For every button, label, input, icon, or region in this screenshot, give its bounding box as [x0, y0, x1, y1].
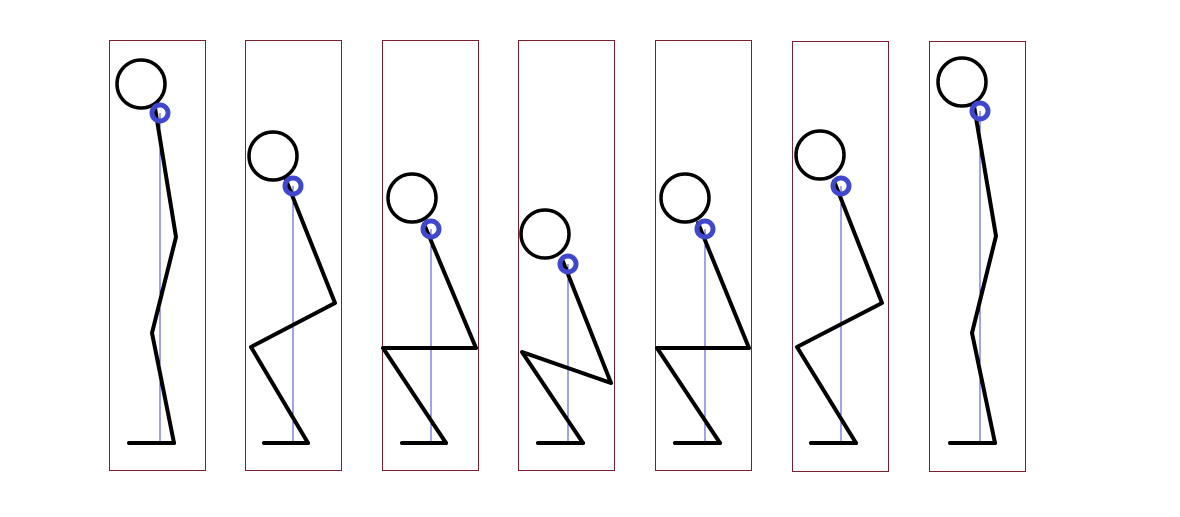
- head: [794, 129, 846, 181]
- panel-1-standing: [109, 40, 206, 471]
- panel-frame: [929, 41, 1026, 472]
- body-limbs: [655, 221, 751, 445]
- body-limbs: [150, 106, 178, 445]
- panel-frame: [655, 40, 752, 471]
- panel-7-standing: [929, 41, 1026, 472]
- panel-6-ascending: [792, 41, 889, 472]
- body-limbs: [249, 178, 337, 445]
- panel-frame: [382, 40, 479, 471]
- body-limbs: [520, 257, 613, 445]
- body-limbs: [970, 104, 998, 445]
- panel-frame: [245, 40, 342, 471]
- panel-2-descending: [245, 40, 342, 471]
- panel-frame: [518, 40, 615, 471]
- head: [936, 56, 988, 108]
- barbell-plate: [694, 218, 716, 240]
- barbell-plate: [969, 100, 991, 122]
- body-limbs: [795, 179, 884, 445]
- barbell-plate: [149, 102, 171, 124]
- head: [659, 172, 711, 224]
- head: [386, 172, 438, 224]
- barbell-plate: [282, 175, 304, 197]
- head: [115, 58, 167, 110]
- barbell-plate: [830, 175, 852, 197]
- head: [247, 130, 299, 182]
- panel-3-parallel: [381, 40, 479, 471]
- barbell-plate: [420, 218, 442, 240]
- panel-5-parallel: [655, 40, 752, 471]
- head: [519, 208, 571, 260]
- body-limbs: [381, 222, 478, 445]
- panel-frame: [792, 41, 889, 472]
- panel-4-bottom: [518, 40, 615, 471]
- barbell-plate: [557, 253, 579, 275]
- panel-frame: [109, 40, 206, 471]
